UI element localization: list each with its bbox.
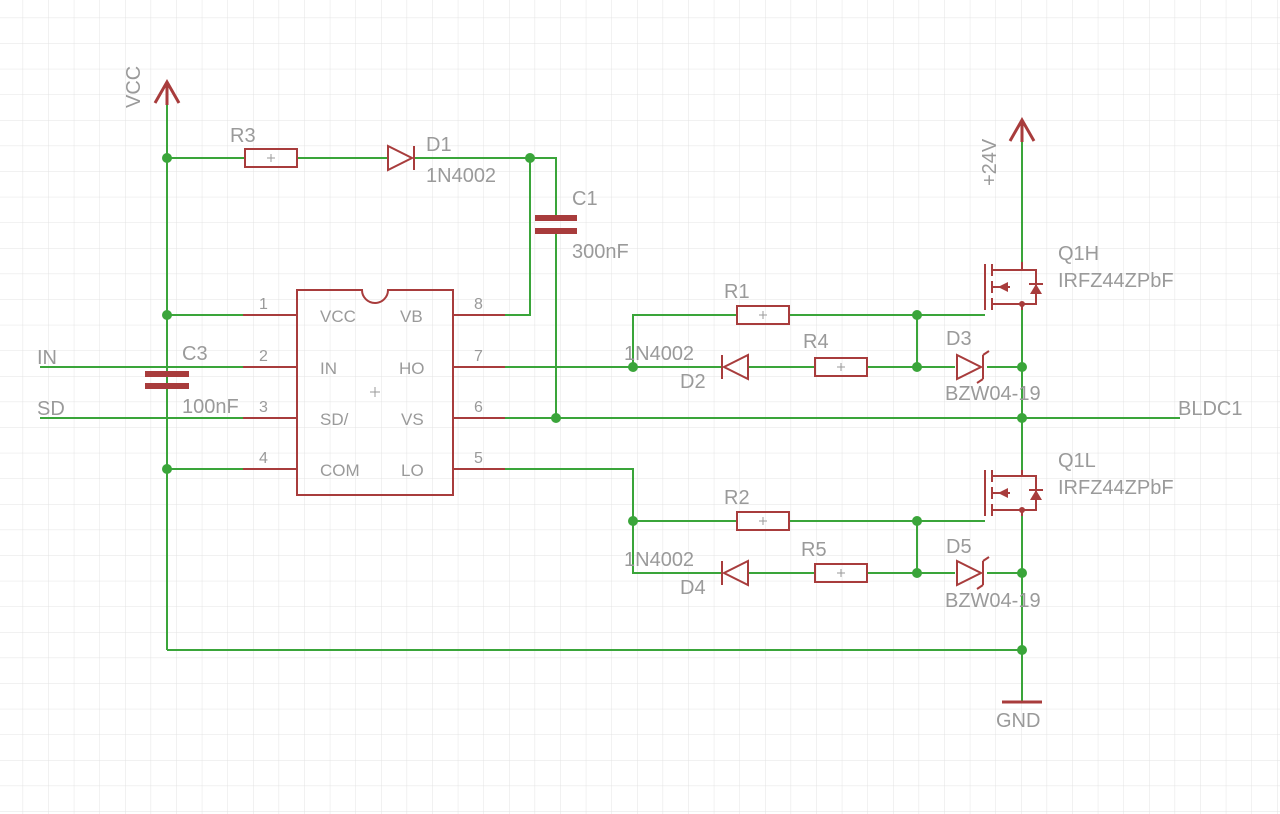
r1-label: R1	[724, 281, 750, 303]
net-label-bldc: BLDC1	[1178, 398, 1242, 420]
junction-dot	[162, 153, 172, 163]
junction-dot	[1017, 362, 1027, 372]
junction-dot	[551, 413, 561, 423]
d3-label: D3	[946, 328, 972, 350]
ic-pin-name: VCC	[320, 307, 356, 326]
d5-label: D5	[946, 536, 972, 558]
wires	[40, 105, 1180, 702]
net-label-sd: SD	[37, 398, 65, 420]
ic-pin-num: 4	[259, 450, 268, 467]
d4-value: 1N4002	[624, 549, 694, 571]
resistor-r5: R5	[801, 539, 868, 583]
junction-dot	[162, 310, 172, 320]
q1l-value: IRFZ44ZPbF	[1058, 477, 1174, 499]
r5-label: R5	[801, 539, 827, 561]
mosfet-q1l: Q1L IRFZ44ZPbF	[984, 450, 1174, 516]
diode-d1: D1 1N4002	[387, 134, 496, 187]
resistor-r2: R2	[724, 487, 790, 531]
d2-label: D2	[680, 371, 706, 393]
net-label-in: IN	[37, 347, 57, 369]
junction-dot	[912, 362, 922, 372]
q1h-label: Q1H	[1058, 243, 1099, 265]
ic-left-pins	[243, 314, 297, 470]
ic-pin-name: VB	[400, 307, 423, 326]
c1-value: 300nF	[572, 241, 629, 263]
ic-pin-num: 8	[474, 296, 483, 313]
ic-pin-num: 6	[474, 399, 483, 416]
ic-pin-num: 3	[259, 399, 268, 416]
ic-pin-num: 2	[259, 348, 268, 365]
d5-value: BZW04-19	[945, 590, 1041, 612]
ic-pin-name: SD/	[320, 410, 349, 429]
zener-d5: D5 BZW04-19	[945, 536, 1041, 612]
wire-bootstrap	[167, 157, 531, 316]
ic-pin-num: 5	[474, 450, 483, 467]
c1-label: C1	[572, 188, 598, 210]
junctions	[162, 153, 1027, 655]
junction-dot	[525, 153, 535, 163]
wire-c1	[530, 157, 557, 418]
d2-value: 1N4002	[624, 343, 694, 365]
gnd-label: GND	[996, 710, 1040, 732]
junction-dot	[162, 464, 172, 474]
q1l-label: Q1L	[1058, 450, 1096, 472]
v24-label: +24V	[979, 138, 1001, 186]
r4-label: R4	[803, 331, 829, 353]
d1-label: D1	[426, 134, 452, 156]
diode-d2: 1N4002 D2	[624, 343, 749, 393]
resistor-r1: R1	[724, 281, 790, 325]
mosfet-q1h: Q1H IRFZ44ZPbF	[984, 243, 1174, 310]
ic-pin-name: COM	[320, 461, 360, 480]
junction-dot	[1017, 413, 1027, 423]
driver-ic: 1 2 3 4 VCC IN SD/ COM 8 7 6 5 VB HO VS …	[243, 289, 505, 496]
c3-label: C3	[182, 343, 208, 365]
gnd-symbol: GND	[996, 700, 1042, 732]
ic-body	[296, 289, 454, 496]
q1h-value: IRFZ44ZPbF	[1058, 270, 1174, 292]
junction-dot	[912, 568, 922, 578]
ic-pin-name: VS	[401, 410, 424, 429]
r3-label: R3	[230, 125, 256, 147]
junction-dot	[912, 310, 922, 320]
ic-pin-num: 7	[474, 348, 483, 365]
c3-value: 100nF	[182, 396, 239, 418]
ic-right-pins	[453, 314, 505, 470]
v24-supply-symbol: +24V	[979, 116, 1036, 186]
zener-d3: D3 BZW04-19	[945, 328, 1041, 405]
resistor-r3: R3	[230, 125, 298, 168]
junction-dot	[912, 516, 922, 526]
capacitor-c3: C3 100nF	[145, 343, 239, 418]
r2-label: R2	[724, 487, 750, 509]
d4-label: D4	[680, 577, 706, 599]
junction-dot	[628, 362, 638, 372]
diode-d4: 1N4002 D4	[624, 549, 749, 599]
ic-pin-name: LO	[401, 461, 424, 480]
ic-pin-name: HO	[399, 359, 425, 378]
capacitor-c1: C1 300nF	[535, 188, 629, 263]
ic-pin-name: IN	[320, 359, 337, 378]
junction-dot	[628, 516, 638, 526]
d3-value: BZW04-19	[945, 383, 1041, 405]
junction-dot	[1017, 568, 1027, 578]
ic-pin-num: 1	[259, 296, 268, 313]
junction-dot	[1017, 645, 1027, 655]
d1-value: 1N4002	[426, 165, 496, 187]
vcc-label: VCC	[123, 66, 145, 108]
resistor-r4: R4	[803, 331, 868, 377]
vcc-supply-symbol: VCC	[123, 66, 181, 108]
